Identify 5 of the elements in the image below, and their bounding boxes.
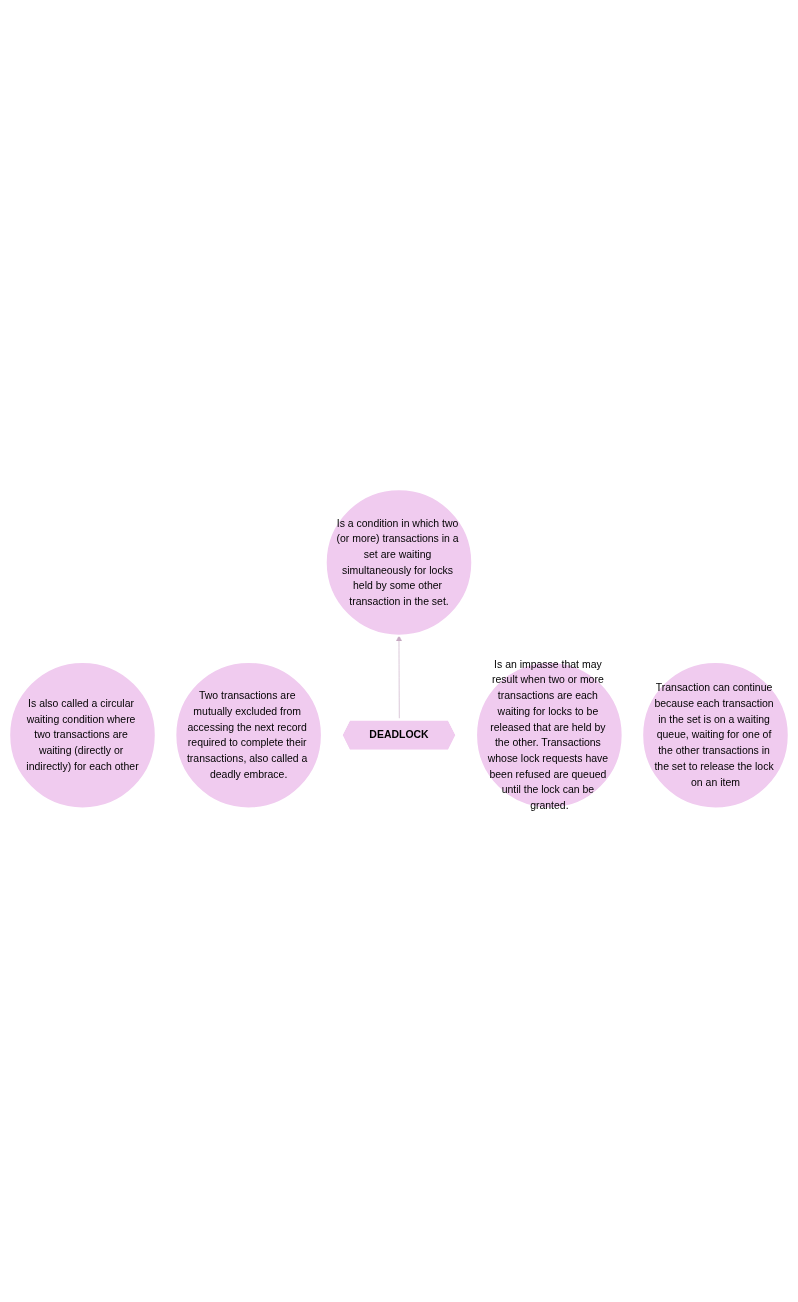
node-circle: Is a condition in which two (or more) transactions in a set are waiting simultaneously for locks held by some other transaction in the set. bbox=[324, 487, 474, 637]
node-circle: Transaction can continue because each transaction in the set is on a waiting queue, waiting for one of the other transactions in the set to release the lock on an item bbox=[641, 660, 790, 809]
node-circle: Two transactions are mutually excluded from accessing the next record required to complete their transactions, also called a deadly embrace. bbox=[174, 660, 323, 809]
node-circle: Is an impasse that may result when two or more transactions are each waiting for locks to be released that are held by the other. Transactions whose lock requests have been refused are queued until the lock can be granted. bbox=[475, 660, 624, 809]
node-circle: Is also called a circular waiting condition where two transactions are waiting (directly or indirectly) for each other bbox=[8, 660, 157, 809]
